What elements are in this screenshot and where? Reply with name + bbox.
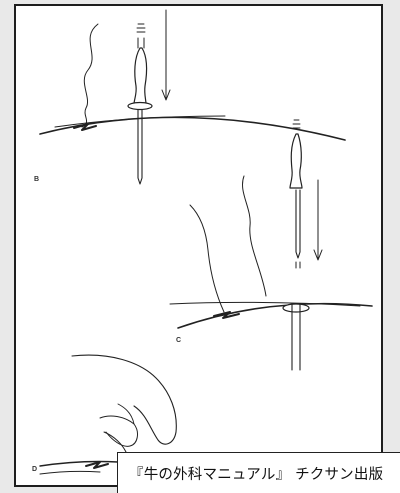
panel-c-drawing bbox=[170, 120, 372, 370]
panel-d-label: D bbox=[32, 466, 37, 473]
panel-b-label: B bbox=[34, 176, 39, 183]
source-caption-box: 『牛の外科マニュアル』 チクサン出版 bbox=[117, 452, 400, 493]
source-caption: 『牛の外科マニュアル』 チクサン出版 bbox=[129, 463, 383, 484]
panel-c-label: C bbox=[176, 337, 181, 344]
